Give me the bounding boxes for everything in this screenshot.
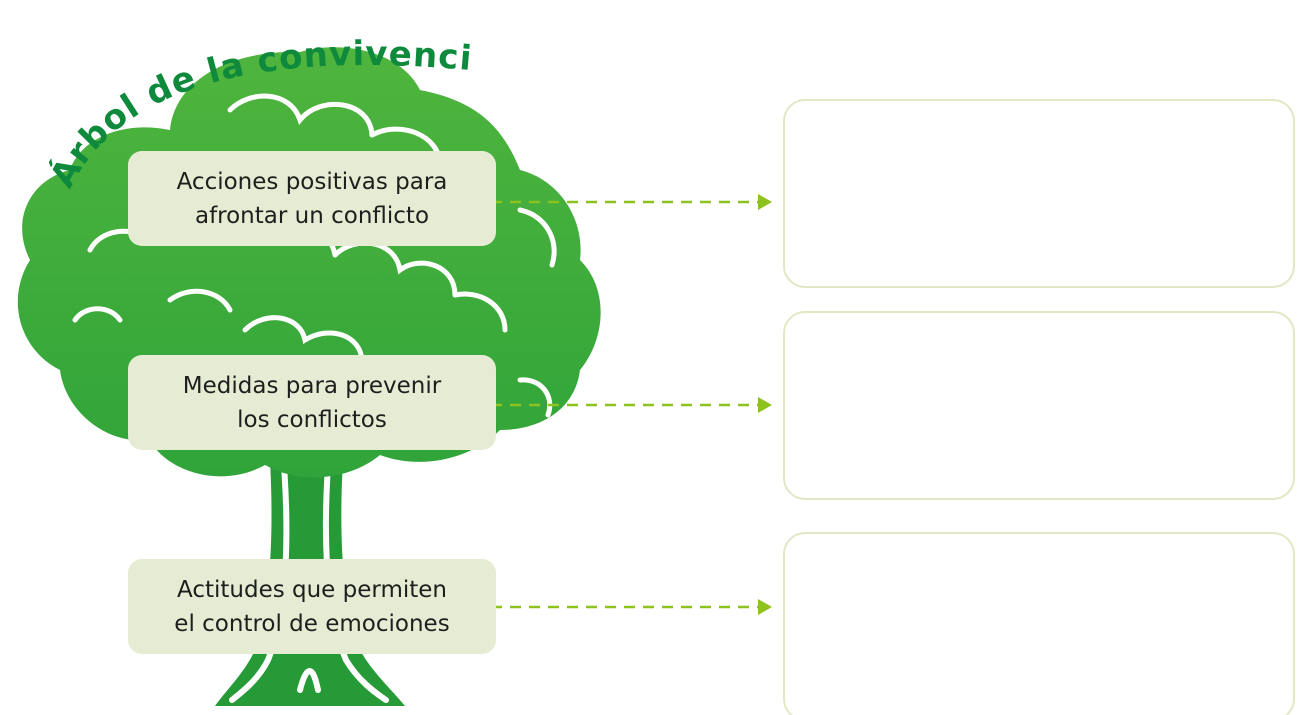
canopy-lobe-lines — [72, 93, 557, 418]
label-box-actitudes: Actitudes que permiten el control de emo… — [128, 559, 496, 654]
label-text: Acciones positivas para afrontar un conf… — [176, 168, 448, 229]
connector-3 — [467, 599, 772, 615]
answer-box-medidas[interactable] — [783, 311, 1295, 500]
label-box-medidas: Medidas para prevenir los conflictos — [128, 355, 496, 450]
label-text: Actitudes que permiten el control de emo… — [174, 576, 450, 637]
label-box-acciones: Acciones positivas para afrontar un conf… — [128, 151, 496, 246]
answer-box-actitudes[interactable] — [783, 532, 1295, 715]
label-text: Medidas para prevenir los conflictos — [182, 372, 442, 433]
answer-box-acciones[interactable] — [783, 99, 1295, 288]
